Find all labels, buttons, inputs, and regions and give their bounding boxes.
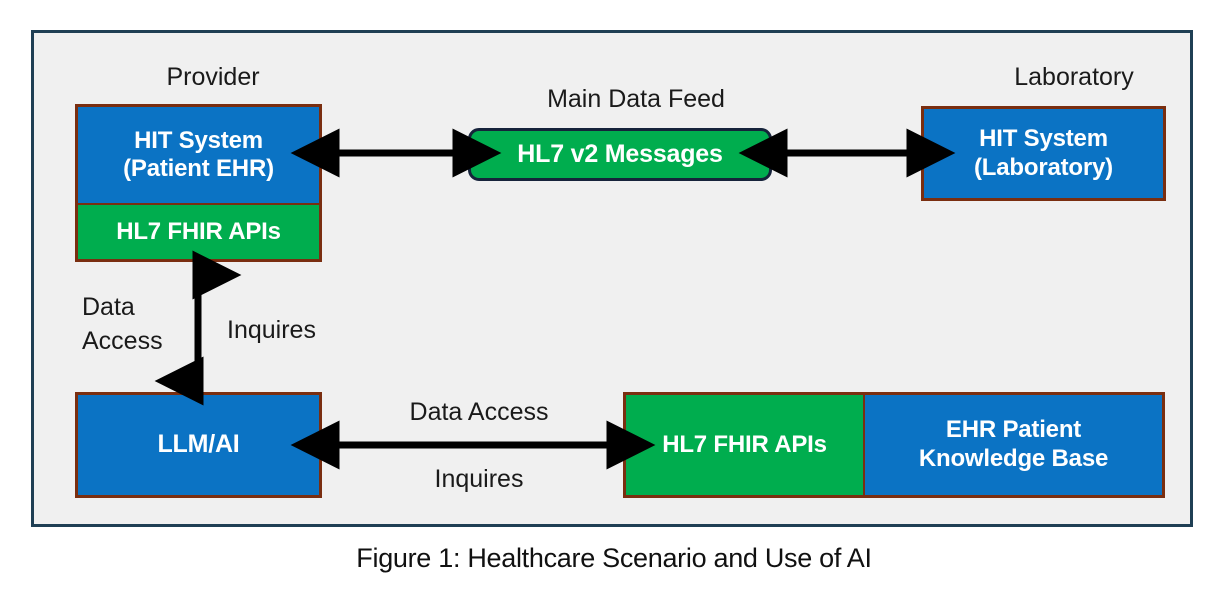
provider-label: Provider <box>166 63 260 91</box>
llm-ai-label: LLM/AI <box>157 430 240 459</box>
lab-hit-line1: HIT System <box>979 125 1108 153</box>
provider-fhir-label: HL7 FHIR APIs <box>116 217 281 245</box>
arrow-llm-to-knowledge-base <box>290 420 656 470</box>
figure-caption: Figure 1: Healthcare Scenario and Use of… <box>356 543 872 573</box>
kb-ehr-line1: EHR Patient <box>945 416 1082 444</box>
provider-hit-line2: (Patient EHR) <box>123 155 274 182</box>
kb-ehr-line2: Knowledge Base <box>918 445 1109 472</box>
laboratory-hit-system-node[interactable]: HIT System (Laboratory) <box>921 106 1166 201</box>
kb-fhir-apis-box[interactable]: HL7 FHIR APIs <box>626 395 865 495</box>
diagram-frame: Provider Main Data Feed Laboratory HIT S… <box>31 30 1193 527</box>
provider-node[interactable]: HIT System (Patient EHR) HL7 FHIR APIs <box>75 104 322 262</box>
main-data-feed-label: Main Data Feed <box>547 85 725 113</box>
provider-hit-system-box[interactable]: HIT System (Patient EHR) <box>78 107 319 205</box>
hl7-v2-messages-label: HL7 v2 Messages <box>517 140 723 168</box>
arrow-feed-to-laboratory <box>738 128 956 178</box>
kb-ehr-patient-box[interactable]: EHR Patient Knowledge Base <box>865 395 1162 495</box>
llm-kb-inquires-label: Inquires <box>434 465 524 493</box>
provider-llm-inquires-label: Inquires <box>227 316 316 344</box>
kb-fhir-label: HL7 FHIR APIs <box>662 430 827 458</box>
lab-hit-line2: (Laboratory) <box>974 153 1113 181</box>
data-access-line1: Data <box>82 293 135 321</box>
data-access-line2: Access <box>82 326 163 355</box>
llm-ai-node[interactable]: LLM/AI <box>75 392 322 498</box>
provider-hit-line1: HIT System <box>134 126 263 154</box>
arrow-provider-to-feed <box>290 128 502 178</box>
llm-kb-data-access-label: Data Access <box>409 398 549 426</box>
provider-llm-data-access-label: Data Access <box>82 291 202 359</box>
arrow-provider-to-llm <box>154 250 242 406</box>
provider-fhir-apis-box[interactable]: HL7 FHIR APIs <box>78 205 319 259</box>
laboratory-label: Laboratory <box>1014 63 1134 91</box>
hl7-v2-messages-node[interactable]: HL7 v2 Messages <box>468 128 772 181</box>
knowledge-base-node[interactable]: HL7 FHIR APIs EHR Patient Knowledge Base <box>623 392 1165 498</box>
